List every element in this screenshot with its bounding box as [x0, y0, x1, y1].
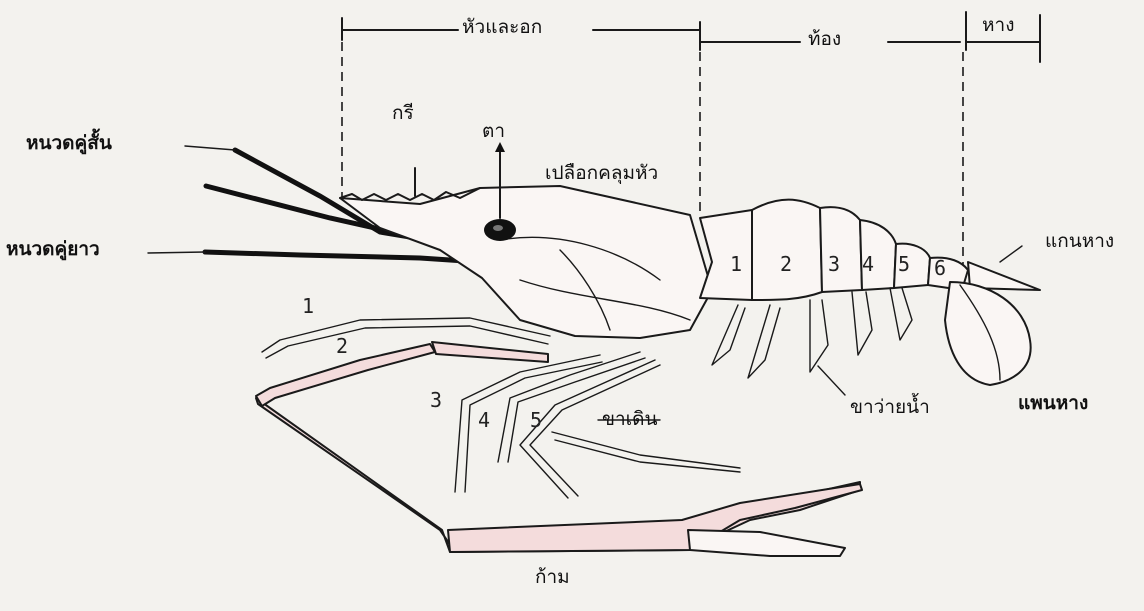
- label-head-thorax: หัวและอก: [462, 18, 542, 37]
- label-abdomen: ท้อง: [808, 30, 841, 49]
- label-uropod: แพนหาง: [1018, 394, 1088, 413]
- swimmerets: [712, 288, 912, 395]
- label-walking-legs: ขาเดิน: [602, 410, 657, 429]
- label-telson: แกนหาง: [1045, 232, 1114, 251]
- label-carapace: เปลือกคลุมหัว: [545, 164, 658, 183]
- region-brackets: [342, 12, 1040, 62]
- abdomen: [700, 200, 1040, 385]
- leg-number-2: 2: [336, 336, 348, 356]
- leg-number-4: 4: [478, 410, 490, 430]
- label-rostrum: กรี: [392, 104, 414, 123]
- segment-number-5: 5: [898, 254, 910, 274]
- segment-number-4: 4: [862, 254, 874, 274]
- label-claw: ก้าม: [535, 568, 570, 587]
- segment-number-1: 1: [730, 254, 742, 274]
- label-short-antennae: หนวดคู่สั้น: [26, 134, 112, 153]
- segment-number-3: 3: [828, 254, 840, 274]
- segment-number-6: 6: [934, 258, 946, 278]
- segment-number-2: 2: [780, 254, 792, 274]
- walking-legs: [262, 318, 740, 498]
- label-eye: ตา: [482, 122, 505, 141]
- leg-number-1: 1: [302, 296, 314, 316]
- leg-number-5: 5: [530, 410, 542, 430]
- label-long-antennae: หนวดคู่ยาว: [6, 240, 100, 259]
- label-tail: หาง: [982, 16, 1014, 35]
- claw-leg: [256, 342, 862, 556]
- label-swimmerets: ขาว่ายน้ำ: [850, 398, 930, 417]
- leg-number-3: 3: [430, 390, 442, 410]
